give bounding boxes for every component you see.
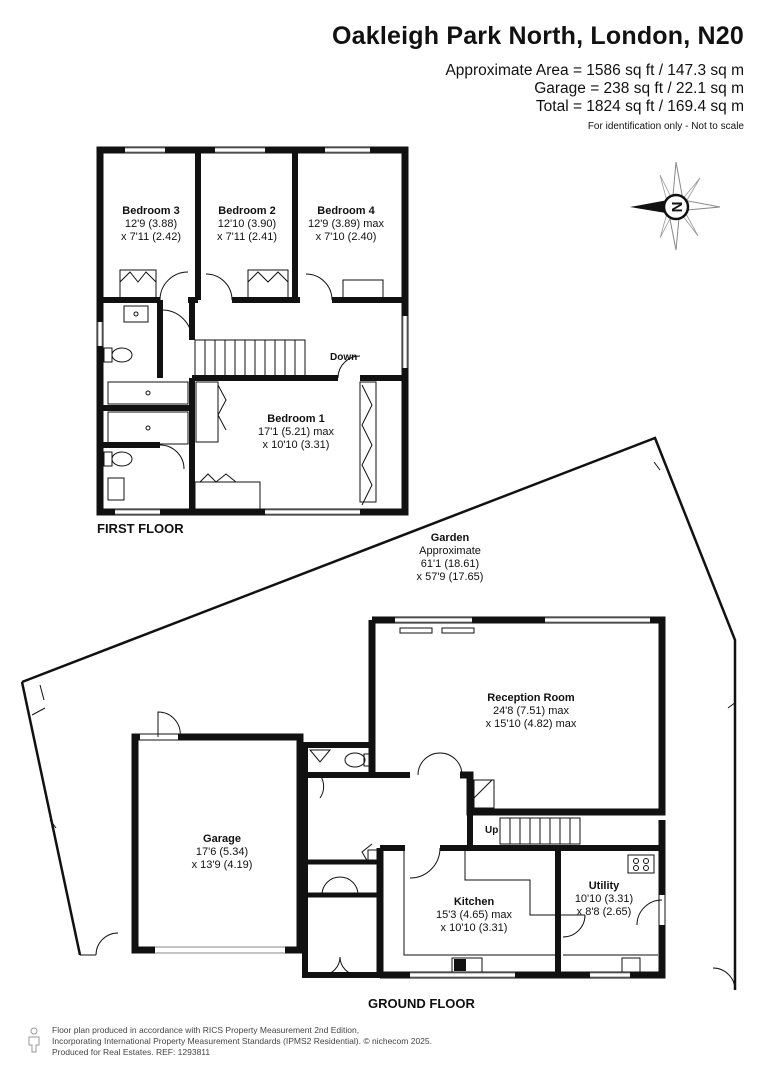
utility-name: Utility (588, 880, 620, 892)
bedroom2-name: Bedroom 2 (218, 205, 276, 217)
utility-label: Utility 10'10 (3.31) x 8'8 (2.65) (575, 880, 633, 919)
garden-dim0: Approximate (419, 545, 481, 557)
bedroom1-label: Bedroom 1 17'1 (5.21) max x 10'10 (3.31) (258, 413, 334, 452)
ground-floor-title: GROUND FLOOR (368, 996, 475, 1011)
garden-dim2: x 57'9 (17.65) (416, 571, 484, 583)
reception-dim2: x 15'10 (4.82) max (485, 718, 577, 730)
footer-line1: Floor plan produced in accordance with R… (52, 1025, 360, 1035)
page-title: Oakleigh Park North, London, N20 (331, 22, 744, 50)
kitchen-label: Kitchen 15'3 (4.65) max x 10'10 (3.31) (436, 896, 512, 935)
north-compass-icon: N (630, 161, 721, 251)
person-icon (28, 1027, 40, 1053)
bedroom2-dim1: 12'10 (3.90) (217, 218, 277, 230)
kitchen-name: Kitchen (453, 896, 495, 908)
kitchen-dim1: 15'3 (4.65) max (435, 909, 513, 921)
garage-name: Garage (203, 833, 241, 845)
bedroom3-label: Bedroom 3 12'9 (3.88) x 7'11 (2.42) (121, 205, 181, 244)
bedroom4-label: Bedroom 4 12'9 (3.89) max x 7'10 (2.40) (308, 205, 384, 244)
footer-line3: Produced for Real Estates. REF: 1293811 (52, 1047, 211, 1057)
ground-floor-plan (131, 616, 666, 979)
compass-letter: N (669, 202, 686, 213)
garden-dim1: 61'1 (18.61) (420, 558, 480, 570)
bedroom1-name: Bedroom 1 (267, 413, 325, 425)
area-total-text: Total = 1824 sq ft / 169.4 sq m (535, 98, 744, 115)
bedroom4-dim1: 12'9 (3.89) max (307, 218, 385, 230)
utility-dim1: 10'10 (3.31) (574, 893, 634, 905)
bedroom3-dim2: x 7'11 (2.42) (121, 231, 181, 243)
stairs-down-label: Down (330, 352, 358, 363)
bedroom1-dim2: x 10'10 (3.31) (262, 439, 330, 451)
bedroom4-name: Bedroom 4 (317, 205, 375, 217)
garden-name: Garden (430, 532, 470, 544)
area-garage-text: Garage = 238 sq ft / 22.1 sq m (534, 80, 744, 97)
garage-dim1: 17'6 (5.34) (195, 846, 249, 858)
identification-note: For identification only - Not to scale (587, 121, 744, 132)
garage-label: Garage 17'6 (5.34) x 13'9 (4.19) (192, 833, 253, 872)
footer-line2: Incorporating International Property Mea… (52, 1036, 432, 1046)
first-floor-plan (96, 146, 409, 516)
stairs-up-label: Up (485, 825, 499, 836)
bedroom1-dim1: 17'1 (5.21) max (257, 426, 335, 438)
bedroom3-dim1: 12'9 (3.88) (124, 218, 178, 230)
footer-note: Floor plan produced in accordance with R… (52, 1025, 432, 1058)
kitchen-dim2: x 10'10 (3.31) (440, 922, 508, 934)
bedroom2-label: Bedroom 2 12'10 (3.90) x 7'11 (2.41) (217, 205, 277, 244)
garage-dim2: x 13'9 (4.19) (191, 859, 253, 871)
reception-dim1: 24'8 (7.51) max (492, 705, 570, 717)
garden-label: Garden Approximate 61'1 (18.61) x 57'9 (… (417, 532, 484, 584)
bedroom2-dim2: x 7'11 (2.41) (217, 231, 277, 243)
reception-name: Reception Room (487, 692, 575, 704)
garden-boundary (20, 436, 737, 991)
utility-dim2: x 8'8 (2.65) (576, 906, 632, 918)
bedroom3-name: Bedroom 3 (122, 205, 180, 217)
first-floor-title: FIRST FLOOR (97, 521, 184, 536)
area-main-text: Approximate Area = 1586 sq ft / 147.3 sq… (445, 62, 744, 79)
reception-label: Reception Room 24'8 (7.51) max x 15'10 (… (486, 692, 577, 731)
bedroom4-dim2: x 7'10 (2.40) (315, 231, 377, 243)
